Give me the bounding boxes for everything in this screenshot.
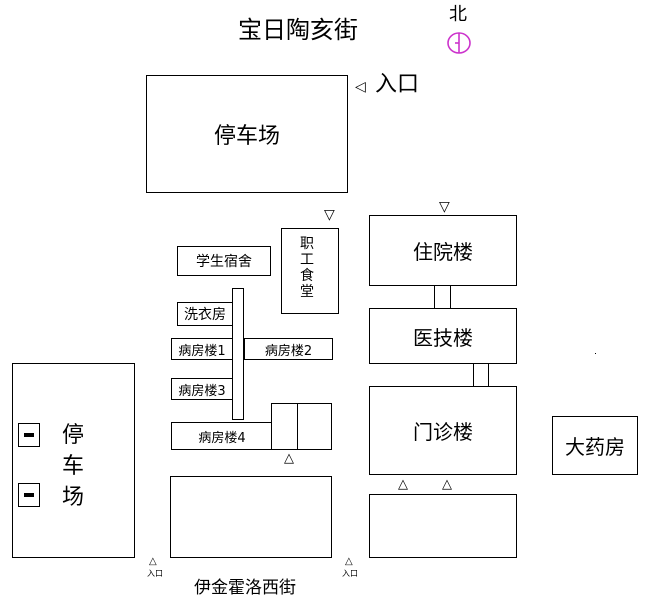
medtech-label: 医技楼	[413, 325, 473, 350]
ward-4-annex-left	[271, 403, 298, 450]
street-name-top: 宝日陶亥街	[238, 16, 358, 44]
outpatient-building: 门诊楼	[369, 386, 517, 475]
street-name-bottom: 伊金霍洛西街	[194, 578, 296, 598]
parking-gate-icon	[18, 423, 40, 447]
ward-building-3: 病房楼3	[171, 378, 233, 400]
entrance-arrow-icon: ◁	[355, 79, 366, 95]
bottom-right-entrance-label: 入口	[342, 569, 358, 578]
ward-4-annex-right	[297, 403, 332, 450]
medtech-building: 医技楼	[369, 308, 517, 364]
outpatient-label: 门诊楼	[413, 420, 473, 444]
parking-left-char: 车	[62, 454, 85, 479]
entrance-top-label: 入口	[375, 72, 420, 97]
canteen-door-arrow-icon: ▽	[324, 207, 335, 223]
ward-2-label: 病房楼2	[264, 343, 313, 359]
parking-left-char: 停	[62, 423, 85, 448]
pharmacy: 大药房	[552, 416, 638, 475]
ward-1-label: 病房楼1	[178, 343, 226, 359]
parking-lot-left	[12, 363, 135, 558]
inpatient-label: 住院楼	[413, 240, 473, 264]
outpatient-entrance-arrow-icon: △	[442, 477, 452, 492]
block-bottom-middle	[170, 476, 332, 558]
staff-canteen	[281, 228, 339, 314]
ward-3-label: 病房楼3	[178, 383, 226, 399]
staff-canteen-char: 工	[300, 252, 314, 269]
block-bottom-right	[369, 494, 517, 558]
parking-lot-left-label: 停 车 场	[62, 420, 84, 513]
map-dot	[595, 353, 596, 354]
ward-4-label: 病房楼4	[198, 430, 246, 446]
staff-canteen-char: 职	[300, 236, 314, 252]
north-compass-icon	[447, 32, 471, 54]
bottom-left-entrance-arrow-icon: △	[149, 556, 157, 567]
parking-left-char: 场	[62, 485, 85, 510]
student-dorm: 学生宿舍	[177, 246, 271, 276]
pharmacy-label: 大药房	[565, 435, 625, 459]
staff-canteen-label: 职 工 食 堂	[300, 236, 314, 300]
staff-canteen-char: 堂	[300, 284, 314, 301]
inpatient-building: 住院楼	[369, 215, 517, 286]
student-dorm-label: 学生宿舍	[196, 254, 252, 270]
inpatient-entrance-arrow-icon: ▽	[439, 199, 450, 215]
outpatient-entrance-arrow-icon: △	[398, 477, 408, 492]
connector-medtech-outpatient	[473, 363, 489, 387]
connector-inpatient-medtech	[434, 285, 451, 309]
ward-4-entrance-arrow-icon: △	[284, 451, 294, 466]
parking-gate-icon	[18, 483, 40, 507]
parking-lot-top-label: 停车场	[213, 124, 280, 149]
corridor-spine	[232, 288, 244, 420]
laundry-label: 洗衣房	[184, 307, 226, 323]
laundry: 洗衣房	[177, 302, 233, 326]
parking-lot-top: 停车场	[146, 75, 348, 193]
ward-building-4: 病房楼4	[171, 422, 273, 450]
north-label: 北	[449, 4, 467, 25]
ward-building-2: 病房楼2	[244, 338, 333, 360]
bottom-right-entrance-arrow-icon: △	[345, 556, 353, 567]
staff-canteen-char: 食	[300, 268, 314, 285]
bottom-left-entrance-label: 入口	[147, 569, 163, 578]
ward-building-1: 病房楼1	[171, 338, 233, 360]
